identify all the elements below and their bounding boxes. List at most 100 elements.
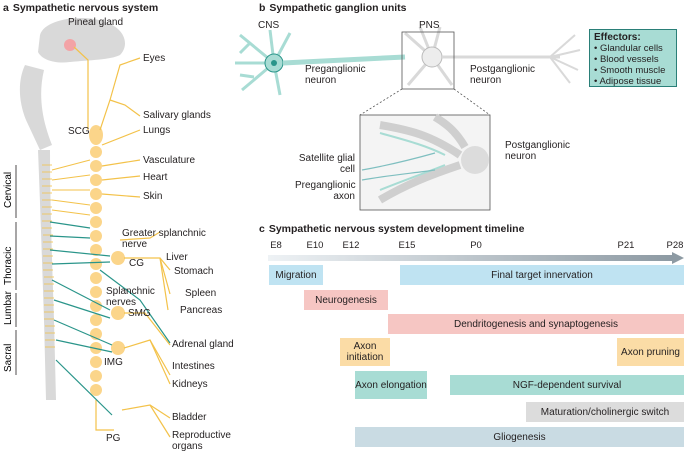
effector-item: • Glandular cells xyxy=(594,43,663,54)
timeline-bar-dendritogenesis: Dendritogenesis and synaptogenesis xyxy=(388,314,684,334)
satellite-line1: Satellite glial xyxy=(298,153,355,164)
reproductive-organs-label: Reproductive organs xyxy=(172,430,231,452)
preganglionic-neuron-label: Preganglionic neuron xyxy=(305,64,366,86)
preganglionic-axon-line2: axon xyxy=(333,191,355,202)
region-label: Thoracic xyxy=(3,247,14,285)
greater-splanchnic-line2: nerve xyxy=(122,239,148,250)
region-label: Cervical xyxy=(3,172,14,208)
postganglionic-neuron-label: Postganglionic neuron xyxy=(470,64,535,86)
smg-label: SMG xyxy=(128,308,151,319)
brain-shape xyxy=(38,18,125,63)
heart-label: Heart xyxy=(143,172,168,183)
preganglionic-fibers xyxy=(49,221,171,416)
spinal-output-lines xyxy=(51,159,91,216)
panel-a-title-text: Sympathetic nervous system xyxy=(12,2,159,14)
inset-postganglionic-line1: Postganglionic xyxy=(505,140,571,151)
lungs-label: Lungs xyxy=(143,125,171,136)
timeline-arrow xyxy=(268,252,684,264)
region-label: Lumbar xyxy=(3,290,14,325)
timeline-bar-final-target-innervation: Final target innervation xyxy=(400,265,684,285)
panel-c-title-text: Sympathetic nervous system development t… xyxy=(268,223,525,235)
effector-item: • Smooth muscle xyxy=(594,65,666,76)
satellite-line2: cell xyxy=(339,164,355,175)
preganglionic-axon xyxy=(282,54,406,66)
preganglionic-neuron-line2: neuron xyxy=(305,75,337,86)
pineal-gland-label: Pineal gland xyxy=(68,17,124,28)
postganglionic-fibers xyxy=(73,46,171,438)
stomach-label: Stomach xyxy=(174,266,214,277)
satellite-glial-label: Satellite glial cell xyxy=(295,153,355,175)
splanchnic-line2: nerves xyxy=(106,297,137,308)
skin-label: Skin xyxy=(143,191,163,202)
timeline-tick: E10 xyxy=(306,240,324,251)
postganglionic-neuron-line2: neuron xyxy=(470,75,502,86)
panel-a-letter: a xyxy=(3,2,9,14)
salivary-glands-label: Salivary glands xyxy=(143,110,211,121)
preganglionic-neuron-line1: Preganglionic xyxy=(305,64,366,75)
vasculature-label: Vasculature xyxy=(143,155,196,166)
cns-label: CNS xyxy=(258,20,280,31)
timeline-bar-maturation: Maturation/cholinergic switch xyxy=(526,402,684,422)
pg-label: PG xyxy=(106,433,121,444)
timeline-bar-gliogenesis: Gliogenesis xyxy=(355,427,684,447)
adrenal-gland-label: Adrenal gland xyxy=(172,339,234,350)
effector-item: • Adipose tissue xyxy=(594,76,662,87)
timeline-bar-neurogenesis: Neurogenesis xyxy=(304,290,388,310)
reproductive-line1: Reproductive xyxy=(172,430,231,441)
inset-soma xyxy=(461,146,489,174)
timeline-tick: P0 xyxy=(470,240,482,251)
timeline-bar-migration: Migration xyxy=(269,265,323,285)
timeline-tick: P28 xyxy=(666,240,684,251)
bladder-label: Bladder xyxy=(172,412,207,423)
img-label: IMG xyxy=(104,357,123,368)
effectors-title: Effectors: xyxy=(594,32,641,43)
timeline-bar-axon-initiation: Axon initiation xyxy=(340,338,390,366)
satellite-glial-cells xyxy=(379,132,446,191)
ganglion-diagram xyxy=(235,26,581,211)
effector-item: • Blood vessels xyxy=(594,54,659,65)
panel-b-letter: b xyxy=(259,2,266,14)
region-label: Sacral xyxy=(3,344,14,372)
timeline-tick: E15 xyxy=(398,240,416,251)
postganglionic-neuron-line1: Postganglionic xyxy=(470,64,536,75)
spleen-label: Spleen xyxy=(185,288,217,299)
anatomy-diagram: Cervical Thoracic Lumbar Sacral xyxy=(3,18,171,438)
ganglion-box xyxy=(401,31,455,90)
timeline-bar-axon-elongation: Axon elongation xyxy=(355,371,427,399)
liver-label: Liver xyxy=(166,252,188,263)
pns-label: PNS xyxy=(419,20,440,31)
inset-dendrites xyxy=(377,113,469,204)
cg-label: CG xyxy=(129,258,144,269)
pancreas-label: Pancreas xyxy=(180,305,223,316)
inset-preganglionic-axons xyxy=(361,152,436,181)
spinal-segments xyxy=(42,164,55,348)
inset-postganglionic-line2: neuron xyxy=(505,151,537,162)
timeline-tick: P21 xyxy=(617,240,635,251)
eyes-label: Eyes xyxy=(143,53,166,64)
splanchnic-nerves-label: Splanchnic nerves xyxy=(106,286,155,308)
preganglionic-axon-label: Preganglionic axon xyxy=(295,180,356,202)
timeline-bar-ngf-survival: NGF-dependent survival xyxy=(450,375,684,395)
sympathetic-chain xyxy=(89,125,125,396)
effectors-box: Effectors: • Glandular cells • Blood ves… xyxy=(589,29,677,87)
brainstem-shape xyxy=(19,65,53,150)
panel-b-title-text: Sympathetic ganglion units xyxy=(269,2,407,14)
reproductive-line2: organs xyxy=(172,441,203,452)
kidneys-label: Kidneys xyxy=(172,379,208,390)
preganglionic-axon-line1: Preganglionic xyxy=(295,180,356,191)
greater-splanchnic-line1: Greater splanchnic xyxy=(122,228,206,239)
timeline-tick: E12 xyxy=(342,240,360,251)
timeline-tick: E8 xyxy=(270,240,282,251)
inset-postganglionic-label: Postganglionic neuron xyxy=(505,140,570,162)
spinal-cord xyxy=(38,150,56,400)
scg-label: SCG xyxy=(68,126,90,137)
timeline-bar-axon-pruning: Axon pruning xyxy=(617,338,684,366)
splanchnic-line1: Splanchnic xyxy=(106,286,155,297)
postganglionic-terminals xyxy=(549,34,581,84)
greater-splanchnic-label: Greater splanchnic nerve xyxy=(122,228,206,250)
postganglionic-soma xyxy=(421,46,443,68)
panel-c-letter: c xyxy=(259,223,265,235)
